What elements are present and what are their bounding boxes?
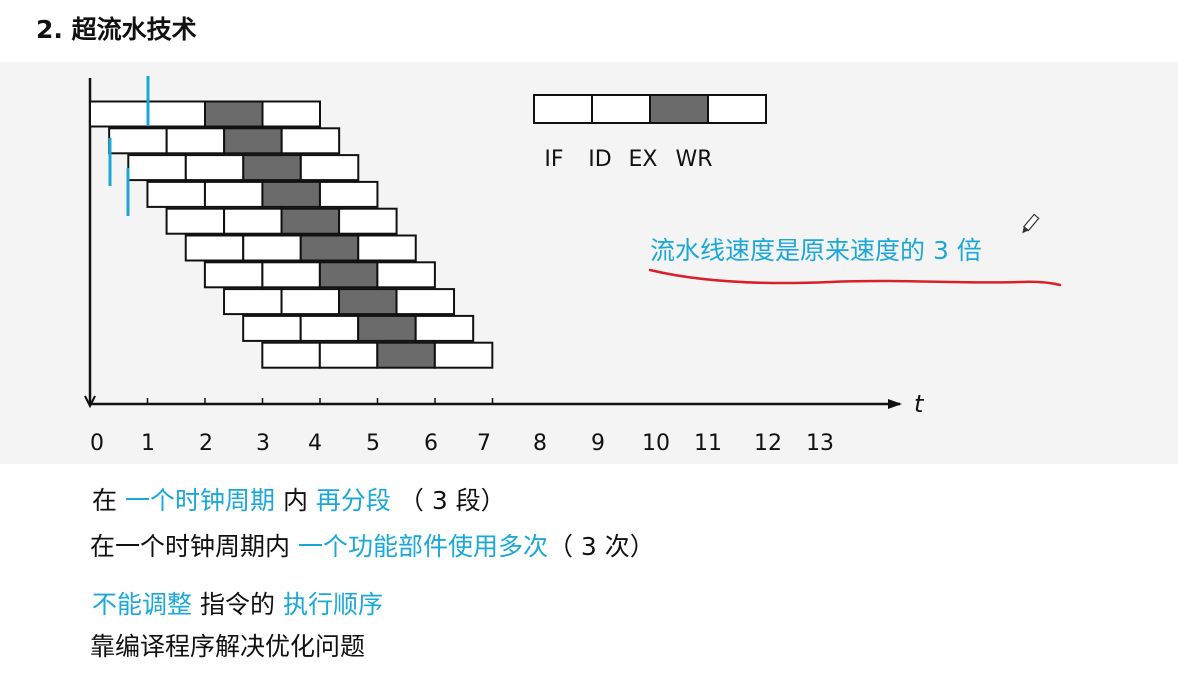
pipeline-stage-box: [89, 100, 149, 128]
time-axis-label: t: [914, 390, 925, 418]
pipeline-stage-box: [357, 234, 417, 262]
legend-stage-label: EX: [629, 147, 658, 172]
tick-label: 7: [477, 431, 491, 456]
pipeline-stage-box: [242, 154, 302, 182]
line3-b: 指令的: [199, 590, 275, 619]
pipeline-stage-box: [318, 261, 379, 289]
pencil-icon: [1022, 213, 1040, 234]
tick-label: 12: [754, 431, 782, 456]
line2-b: 一个功能部件使用多次: [297, 532, 548, 561]
text-line-4: 靠编译程序解决优化问题: [90, 632, 365, 662]
line1-b: 一个时钟周期: [124, 486, 275, 515]
pipeline-stage-box: [184, 234, 245, 262]
pipeline-stage-box: [280, 127, 341, 155]
line2-c: （ 3 次）: [547, 532, 655, 561]
time-axis-arrow: [888, 399, 902, 409]
legend-stage-label: WR: [675, 147, 712, 172]
pipeline-stage-box: [223, 288, 283, 316]
pipeline-stage-box: [108, 127, 168, 155]
pipeline-stage-box: [338, 288, 398, 316]
legend-stage-box: [591, 94, 651, 124]
pipeline-stage-box: [261, 180, 321, 208]
pipeline-stage-box: [318, 180, 379, 208]
line2-a: 在一个时钟周期内: [90, 532, 291, 561]
tick-label: 0: [90, 431, 104, 456]
tick-label: 10: [642, 431, 670, 456]
pipeline-stage-box: [338, 207, 398, 235]
pipeline-stage-box: [261, 100, 321, 128]
legend-stage-label: ID: [588, 147, 611, 172]
stage-legend: IF ID EX WR: [533, 94, 767, 172]
pipeline-stage-box: [376, 341, 436, 369]
legend-stage-box: [533, 94, 593, 124]
slide-title: 2. 超流水技术: [36, 15, 197, 44]
tick-label: 1: [141, 431, 155, 456]
red-underline: [648, 268, 1062, 287]
pipeline-stage-box: [261, 261, 321, 289]
legend-stage-box: [707, 94, 767, 124]
vertical-axis-arrow: [84, 395, 96, 409]
pipeline-stage-box: [280, 288, 341, 316]
tick-label: 11: [694, 431, 722, 456]
pipeline-stage-box: [261, 341, 321, 369]
pipeline-stage-box: [299, 314, 360, 342]
pipeline-stage-box: [203, 180, 264, 208]
pipeline-stage-box: [204, 100, 264, 128]
pipeline-stage-box: [414, 314, 475, 342]
pipeline-stage-box: [203, 261, 264, 289]
pipeline-stage-box: [395, 288, 456, 316]
pipeline-stage-box: [146, 100, 206, 128]
pipeline-stage-box: [433, 341, 494, 369]
line1-c: 内: [282, 486, 308, 515]
tick-label: 3: [256, 431, 270, 456]
pipeline-stage-box: [242, 314, 302, 342]
line4-a: 靠编译程序解决优化问题: [90, 632, 366, 661]
pipeline-stage-box: [318, 341, 379, 369]
pipeline-stage-box: [299, 154, 360, 182]
tick-label: 8: [533, 431, 547, 456]
line1-d: 再分段: [315, 486, 391, 515]
pipeline-stage-box: [223, 207, 283, 235]
text-line-2: 在一个时钟周期内 一个功能部件使用多次（ 3 次）: [90, 532, 655, 562]
pipeline-stage-box: [165, 127, 226, 155]
line1-a: 在: [92, 486, 118, 515]
line1-e: （ 3 段）: [398, 486, 506, 515]
pipeline-stage-box: [146, 180, 206, 208]
speed-note: 流水线速度是原来速度的 3 倍: [650, 236, 982, 265]
pipeline-stage-box: [299, 234, 360, 262]
pipeline-stage-box: [376, 261, 436, 289]
text-line-3: 不能调整 指令的 执行顺序: [92, 590, 383, 620]
pipeline-stage-box: [242, 234, 302, 262]
pipeline-stage-box: [165, 207, 226, 235]
pipeline-stage-box: [280, 207, 341, 235]
pipeline-stage-box: [357, 314, 417, 342]
tick-label: 5: [366, 431, 380, 456]
pipeline-stage-box: [184, 154, 245, 182]
legend-stage-label: IF: [544, 147, 563, 172]
pipeline-stage-box: [223, 127, 283, 155]
tick-label: 4: [308, 431, 322, 456]
tick-label: 13: [806, 431, 834, 456]
tick-label: 6: [424, 431, 438, 456]
tick-label: 2: [199, 431, 213, 456]
legend-stage-box: [649, 94, 709, 124]
tick-label: 9: [591, 431, 605, 456]
text-line-1: 在 一个时钟周期 内 再分段 （ 3 段）: [92, 486, 506, 516]
line3-c: 执行顺序: [282, 590, 383, 619]
line3-a: 不能调整: [92, 590, 193, 619]
pipeline-stage-box: [127, 154, 187, 182]
